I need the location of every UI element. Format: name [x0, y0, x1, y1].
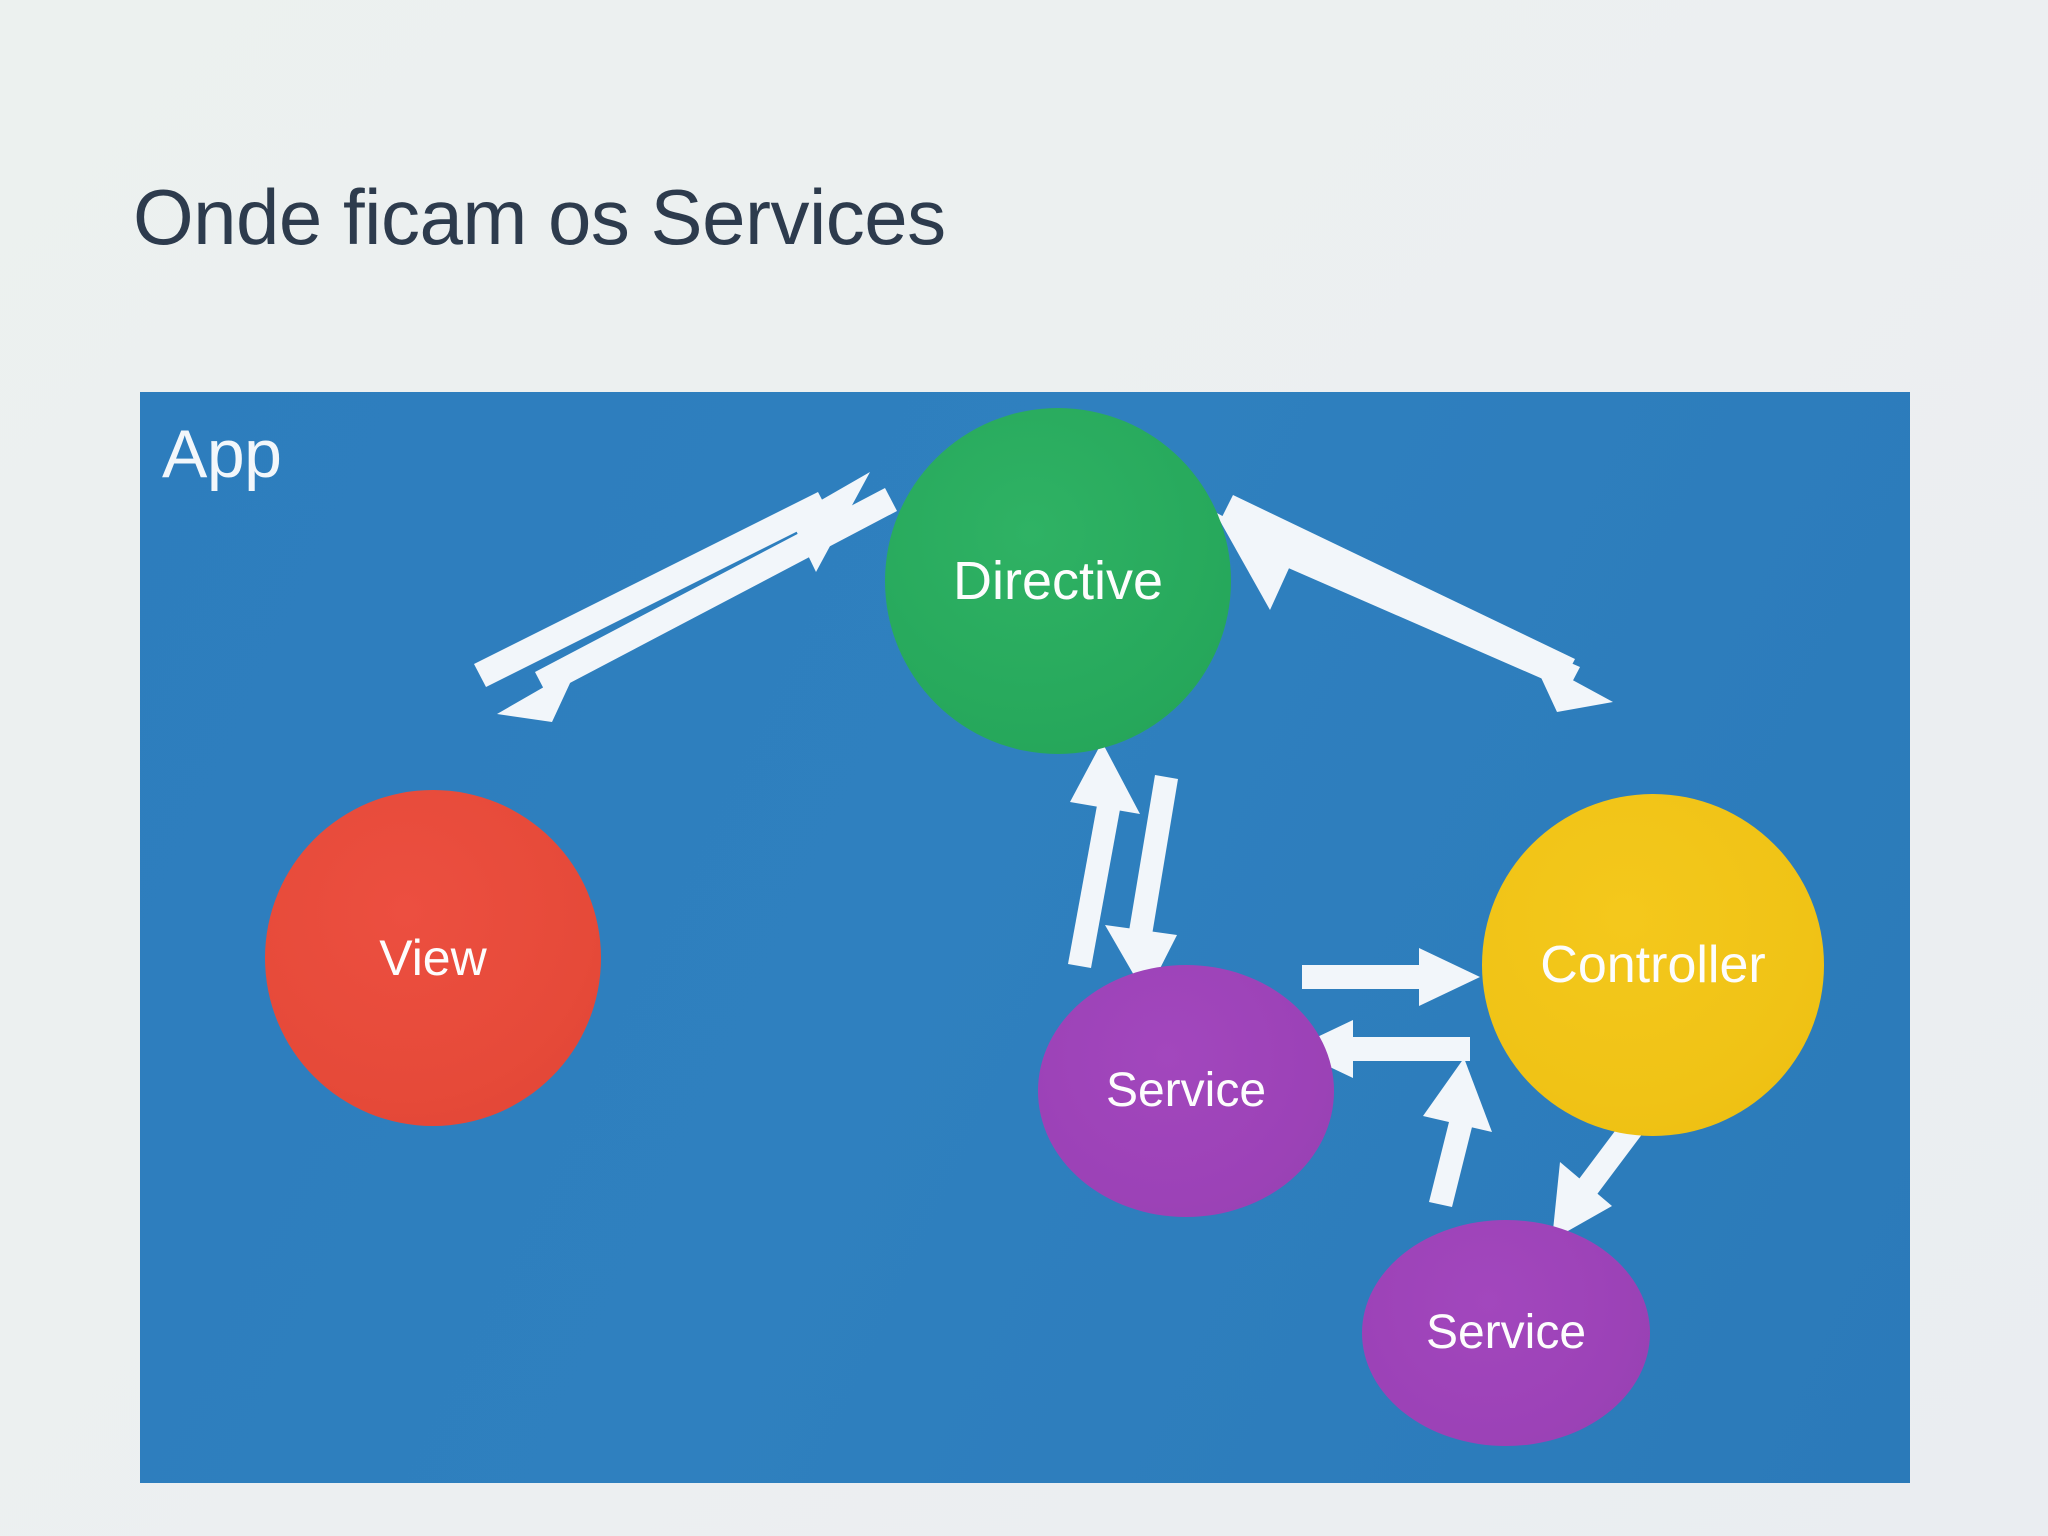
node-service-secondary-label: Service — [1425, 1306, 1587, 1359]
node-controller[interactable]: Controller — [1482, 794, 1824, 1136]
node-controller-label: Controller — [1540, 936, 1766, 994]
arrow-service1-to-directive — [1068, 742, 1140, 968]
app-panel-label: App — [162, 416, 282, 492]
arrow-service2-to-controller — [1423, 1058, 1492, 1207]
node-service-secondary[interactable]: Service — [1362, 1220, 1650, 1446]
arrow-directive-to-service1 — [1105, 775, 1178, 996]
node-directive[interactable]: Directive — [885, 408, 1231, 754]
arrow-service1-to-controller — [1302, 948, 1480, 1006]
node-service-primary[interactable]: Service — [1038, 965, 1334, 1217]
arrow-directive-to-controller — [1221, 495, 1613, 712]
node-directive-label: Directive — [952, 551, 1164, 611]
node-view[interactable]: View — [265, 790, 601, 1126]
page-title: Onde ficam os Services — [133, 173, 946, 261]
app-container-panel: App — [140, 392, 1910, 1483]
node-view-label: View — [379, 930, 487, 986]
arrow-view-to-directive — [474, 472, 870, 687]
arrow-directive-to-view — [497, 488, 897, 722]
node-service-primary-label: Service — [1105, 1064, 1267, 1117]
arrow-controller-to-directive — [1215, 512, 1580, 690]
